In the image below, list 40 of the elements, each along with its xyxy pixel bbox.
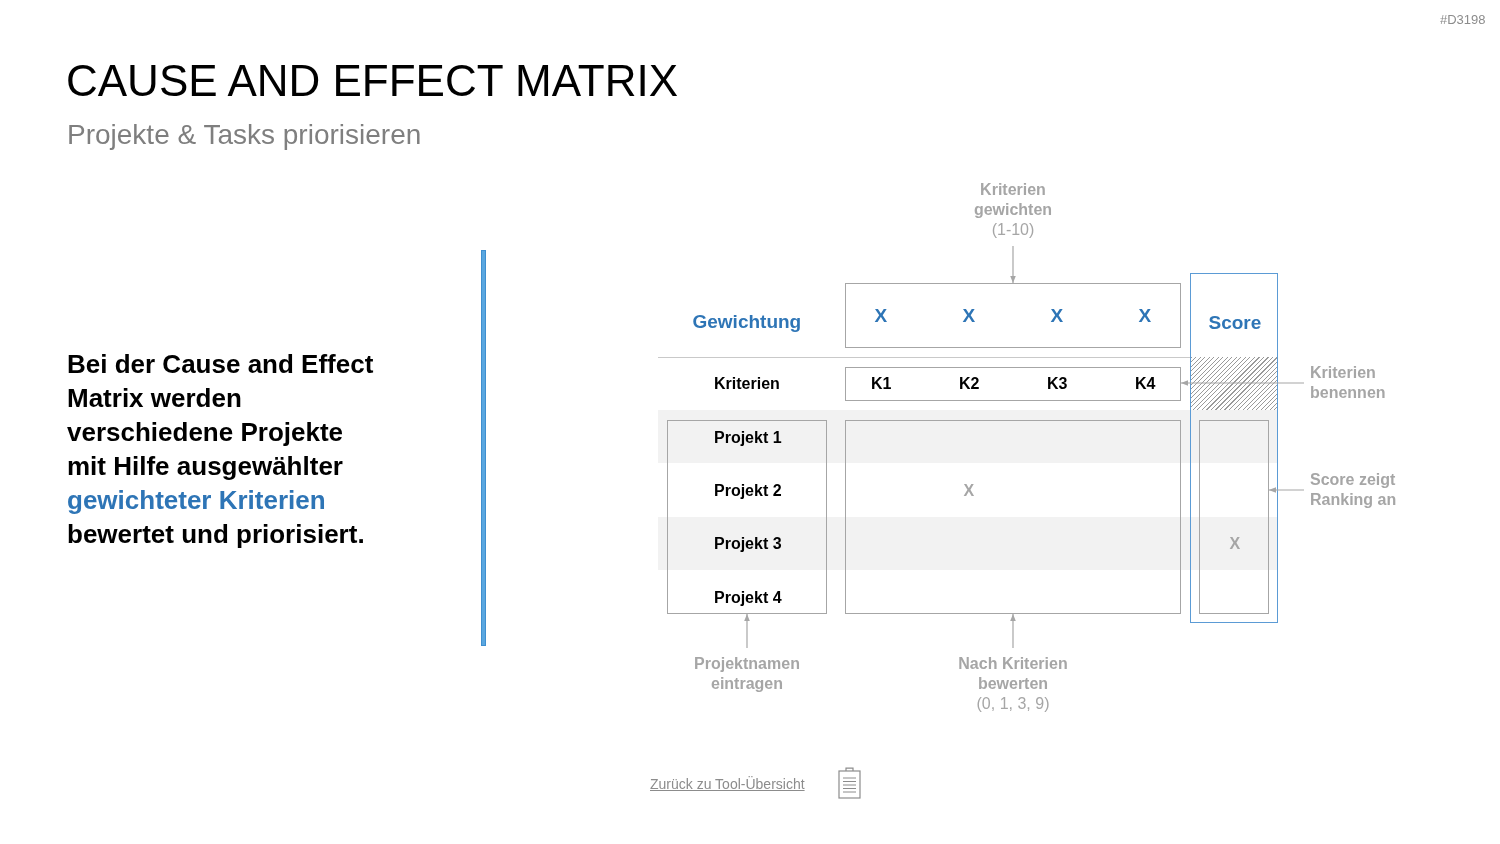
arrow	[1010, 613, 1016, 649]
back-link: Zurück zu Tool-Übersicht	[650, 776, 805, 792]
annotation-text: Kriterien gewichten	[973, 180, 1053, 220]
criterion-label: K4	[1135, 375, 1156, 394]
project-label: Projekt 4	[714, 589, 782, 608]
annotation-text: Nach Kriterien bewerten	[957, 654, 1069, 694]
arrow	[1268, 487, 1305, 493]
weights-box	[845, 283, 1181, 348]
project-label: Projekt 3	[714, 535, 782, 554]
score-mark: X	[1229, 535, 1241, 554]
slide-subtitle: Projekte & Tasks priorisieren	[67, 119, 422, 152]
arrow	[1180, 380, 1305, 386]
arrow	[1010, 245, 1016, 284]
weight-mark: X	[1050, 304, 1064, 327]
criterion-label: K3	[1047, 375, 1068, 394]
criterion-label: K2	[959, 375, 980, 394]
annotation-text: Score zeigt Ranking an	[1310, 470, 1398, 510]
body-text: Bei der Cause and Effect Matrix werden verschiedene Projekte mit Hilfe ausgewählter gewichteter Kriterien bewertet und priorisiert.	[67, 348, 375, 551]
annotation-text: Projektnamen eintragen	[693, 654, 801, 694]
row-label: Gewichtung	[692, 311, 802, 333]
reference-code: #D3198	[1440, 12, 1486, 27]
slide-title: CAUSE AND EFFECT MATRIX	[66, 57, 678, 106]
project-list-box	[667, 420, 827, 614]
annotation-text: Kriterien benennen	[1310, 363, 1387, 403]
rating-mark: X	[963, 482, 975, 501]
criterion-label: K1	[871, 375, 892, 394]
project-label: Projekt 2	[714, 482, 782, 501]
annotation-note: (1-10)	[991, 220, 1035, 240]
arrow	[744, 613, 750, 649]
score-column-box	[1190, 273, 1278, 623]
annotation-note: (0, 1, 3, 9)	[976, 694, 1050, 714]
weight-mark: X	[1138, 304, 1152, 327]
weight-mark: X	[962, 304, 976, 327]
criteria-box	[845, 367, 1181, 401]
row-label: Kriterien	[714, 375, 780, 393]
weight-mark: X	[874, 304, 888, 327]
column-header: Score	[1208, 312, 1262, 334]
project-label: Projekt 1	[714, 429, 782, 448]
rating-box	[845, 420, 1181, 614]
score-field-box	[1199, 420, 1269, 614]
